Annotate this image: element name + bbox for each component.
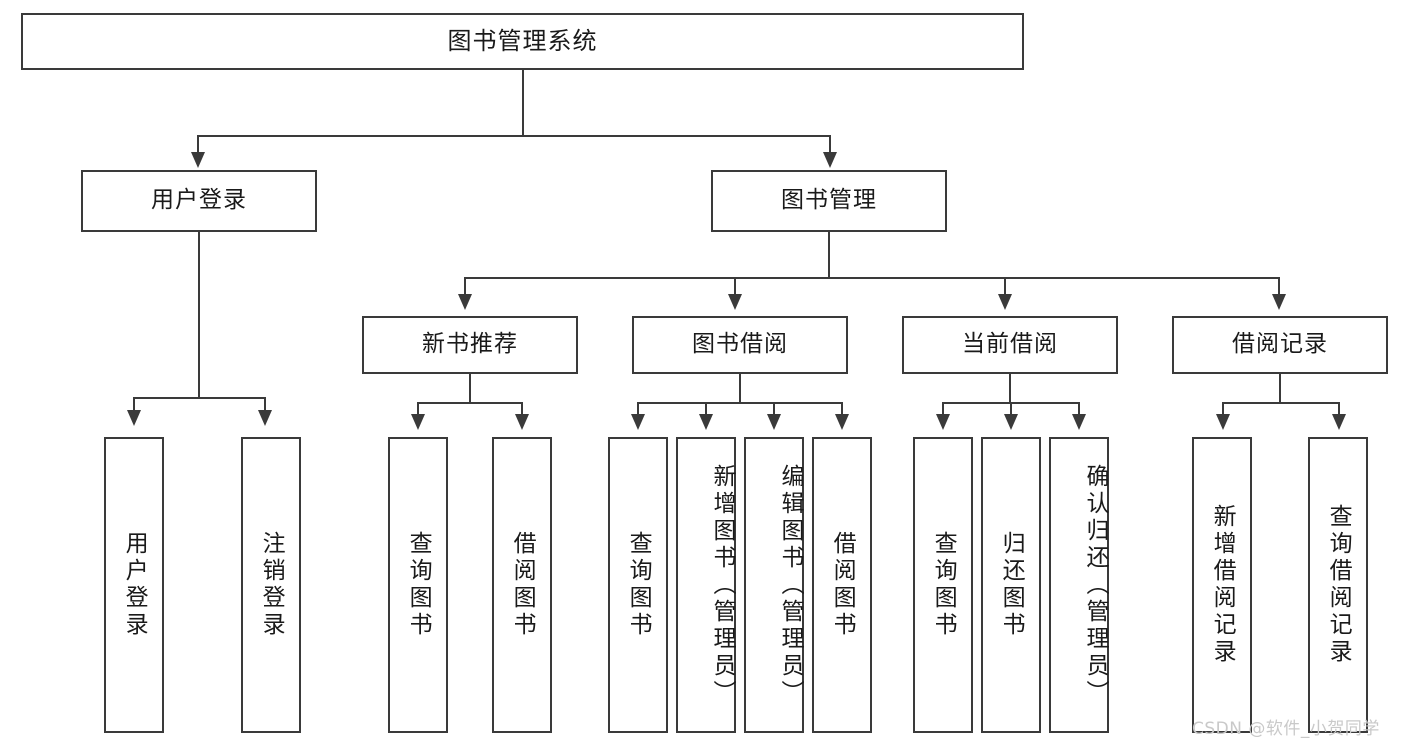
arrow-to-current-leaf-3 xyxy=(1072,414,1086,430)
arrow-to-new-book-recommend xyxy=(458,294,472,310)
node-root-label: 图书管理系统 xyxy=(447,27,598,56)
connector-root-drop-left xyxy=(197,135,199,155)
leaf-newbook-borrow-books-label: 借阅图书 xyxy=(509,531,536,639)
leaf-current-query-books[interactable]: 查询图书 xyxy=(913,437,973,733)
leaf-newbook-query-books[interactable]: 查询图书 xyxy=(388,437,448,733)
connector-borrow-drop-4 xyxy=(841,402,843,416)
arrow-to-user-login xyxy=(191,152,205,168)
arrow-to-borrow-leaf-2 xyxy=(699,414,713,430)
connector-record-bus xyxy=(1222,402,1339,404)
leaf-current-confirm-return-admin[interactable]: 确认归还（管理员） xyxy=(1049,437,1109,733)
connector-bookmgmt-drop-3 xyxy=(1004,277,1006,296)
connector-bookmgmt-bus xyxy=(464,277,1280,279)
leaf-current-query-books-label: 查询图书 xyxy=(930,531,957,639)
leaf-borrow-add-book-admin[interactable]: 新增图书（管理员） xyxy=(676,437,736,733)
arrow-to-book-borrow xyxy=(728,294,742,310)
leaf-user-login-label: 用户登录 xyxy=(121,531,148,639)
connector-userlogin-stem xyxy=(198,232,200,398)
node-book-management[interactable]: 图书管理 xyxy=(711,170,947,232)
connector-borrow-bus xyxy=(637,402,843,404)
node-current-borrow-label: 当前借阅 xyxy=(962,331,1058,358)
connector-borrow-drop-1 xyxy=(637,402,639,416)
arrow-to-book-management xyxy=(823,152,837,168)
leaf-current-return-books-label: 归还图书 xyxy=(998,531,1025,639)
arrow-to-borrow-leaf-4 xyxy=(835,414,849,430)
arrow-to-newbook-leaf-2 xyxy=(515,414,529,430)
leaf-record-query-record-label: 查询借阅记录 xyxy=(1325,504,1352,666)
connector-userlogin-drop-2 xyxy=(264,397,266,412)
leaf-borrow-borrow-books-label: 借阅图书 xyxy=(829,531,856,639)
leaf-borrow-edit-book-admin[interactable]: 编辑图书（管理员） xyxy=(744,437,804,733)
connector-borrow-drop-3 xyxy=(773,402,775,416)
node-borrow-record[interactable]: 借阅记录 xyxy=(1172,316,1388,374)
connector-current-drop-2 xyxy=(1010,402,1012,416)
arrow-to-record-leaf-1 xyxy=(1216,414,1230,430)
leaf-borrow-borrow-books[interactable]: 借阅图书 xyxy=(812,437,872,733)
arrow-to-logout-leaf xyxy=(258,410,272,426)
arrow-to-current-leaf-2 xyxy=(1004,414,1018,430)
leaf-borrow-edit-book-admin-label: 编辑图书（管理员） xyxy=(777,463,803,707)
node-borrow-record-label: 借阅记录 xyxy=(1232,331,1328,358)
connector-newbook-bus xyxy=(417,402,522,404)
leaf-newbook-borrow-books[interactable]: 借阅图书 xyxy=(492,437,552,733)
node-new-book-recommend[interactable]: 新书推荐 xyxy=(362,316,578,374)
connector-root-stem xyxy=(522,70,524,136)
connector-root-drop-right xyxy=(829,135,831,155)
arrow-to-newbook-leaf-1 xyxy=(411,414,425,430)
connector-current-stem xyxy=(1009,374,1011,403)
arrow-to-borrow-leaf-3 xyxy=(767,414,781,430)
leaf-record-add-record-label: 新增借阅记录 xyxy=(1209,504,1236,666)
arrow-to-borrow-leaf-1 xyxy=(631,414,645,430)
leaf-newbook-query-books-label: 查询图书 xyxy=(405,531,432,639)
connector-bookmgmt-drop-2 xyxy=(734,277,736,296)
leaf-user-login[interactable]: 用户登录 xyxy=(104,437,164,733)
leaf-logout-label: 注销登录 xyxy=(258,531,285,639)
leaf-borrow-add-book-admin-label: 新增图书（管理员） xyxy=(709,463,735,707)
leaf-current-confirm-return-admin-label: 确认归还（管理员） xyxy=(1082,463,1108,707)
leaf-logout[interactable]: 注销登录 xyxy=(241,437,301,733)
node-new-book-recommend-label: 新书推荐 xyxy=(422,331,518,358)
leaf-borrow-query-books-label: 查询图书 xyxy=(625,531,652,639)
connector-record-stem xyxy=(1279,374,1281,403)
connector-record-drop-2 xyxy=(1338,402,1340,416)
node-user-login-label: 用户登录 xyxy=(151,187,247,214)
leaf-record-add-record[interactable]: 新增借阅记录 xyxy=(1192,437,1252,733)
connector-borrow-stem xyxy=(739,374,741,403)
leaf-borrow-query-books[interactable]: 查询图书 xyxy=(608,437,668,733)
connector-bookmgmt-drop-4 xyxy=(1278,277,1280,296)
connector-newbook-drop-1 xyxy=(417,402,419,416)
node-user-login[interactable]: 用户登录 xyxy=(81,170,317,232)
connector-current-drop-1 xyxy=(942,402,944,416)
arrow-to-current-leaf-1 xyxy=(936,414,950,430)
connector-borrow-drop-2 xyxy=(705,402,707,416)
connector-record-drop-1 xyxy=(1222,402,1224,416)
arrow-to-borrow-record xyxy=(1272,294,1286,310)
leaf-record-query-record[interactable]: 查询借阅记录 xyxy=(1308,437,1368,733)
connector-root-bus xyxy=(197,135,831,137)
connector-newbook-stem xyxy=(469,374,471,403)
connector-current-drop-3 xyxy=(1078,402,1080,416)
node-root[interactable]: 图书管理系统 xyxy=(21,13,1024,70)
connector-newbook-drop-2 xyxy=(521,402,523,416)
connector-bookmgmt-drop-1 xyxy=(464,277,466,296)
connector-userlogin-bus xyxy=(133,397,266,399)
node-book-borrow-label: 图书借阅 xyxy=(692,331,788,358)
connector-bookmgmt-stem xyxy=(828,232,830,278)
node-book-management-label: 图书管理 xyxy=(781,187,877,214)
leaf-current-return-books[interactable]: 归还图书 xyxy=(981,437,1041,733)
arrow-to-user-login-leaf xyxy=(127,410,141,426)
connector-userlogin-drop-1 xyxy=(133,397,135,412)
arrow-to-record-leaf-2 xyxy=(1332,414,1346,430)
node-current-borrow[interactable]: 当前借阅 xyxy=(902,316,1118,374)
node-book-borrow[interactable]: 图书借阅 xyxy=(632,316,848,374)
arrow-to-current-borrow xyxy=(998,294,1012,310)
